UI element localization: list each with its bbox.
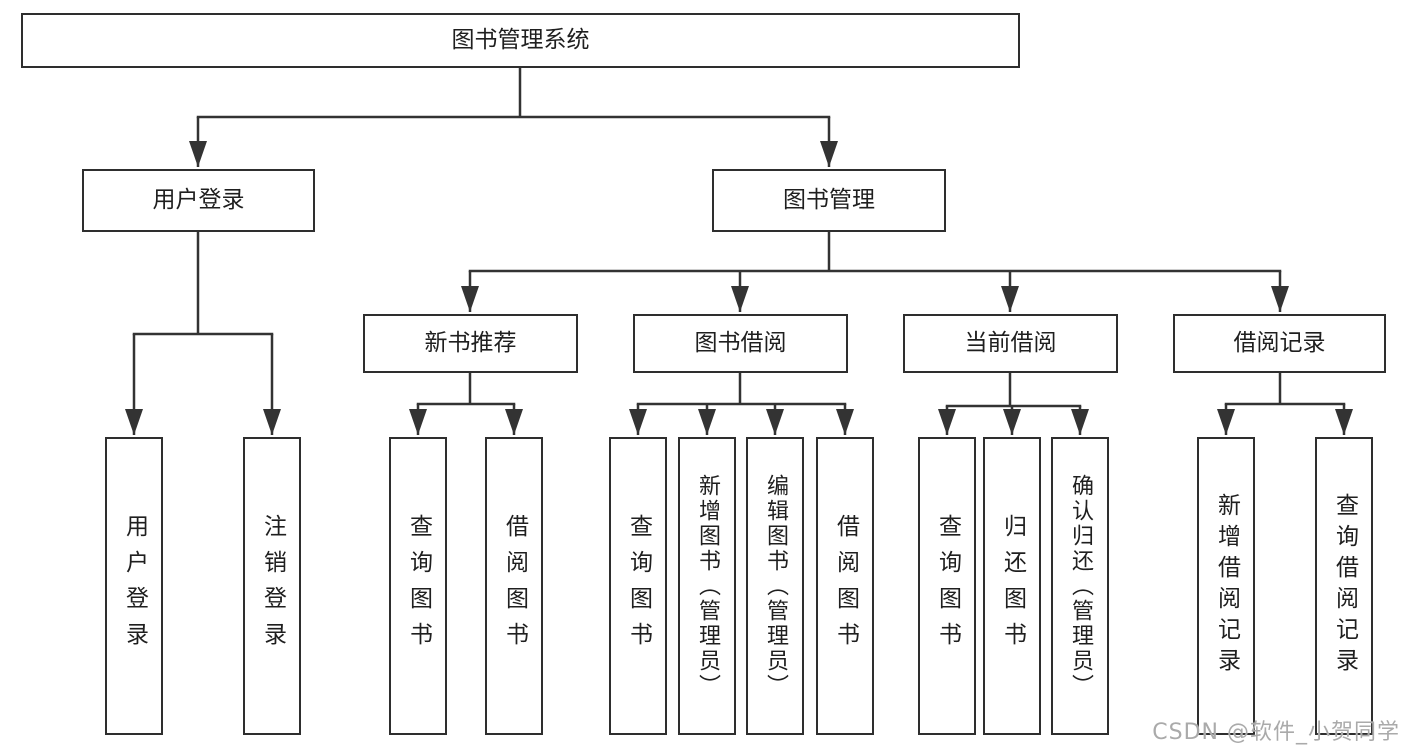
leaf-logout: 注销登录 <box>243 437 301 735</box>
leaf-label: 确认归还（管理员） <box>1068 473 1093 699</box>
leaf-label: 用户登录 <box>121 514 148 658</box>
node-label: 当前借阅 <box>964 330 1057 356</box>
leaf-label: 借阅图书 <box>832 514 859 658</box>
node-borrowing-records: 借阅记录 <box>1173 314 1386 373</box>
node-user-login-module: 用户登录 <box>82 169 315 232</box>
leaf-query-books-borrow: 查询图书 <box>609 437 667 735</box>
leaf-user-login: 用户登录 <box>105 437 163 735</box>
leaf-label: 查询借阅记录 <box>1331 493 1358 679</box>
leaf-edit-books-admin: 编辑图书（管理员） <box>746 437 804 735</box>
csdn-watermark: CSDN @软件_小贺同学 <box>1152 720 1400 745</box>
node-new-book-recommendation: 新书推荐 <box>363 314 578 373</box>
node-label: 新书推荐 <box>424 330 517 356</box>
leaf-add-borrow-record: 新增借阅记录 <box>1197 437 1255 735</box>
leaf-label: 编辑图书（管理员） <box>763 473 788 699</box>
leaf-confirm-return-admin: 确认归还（管理员） <box>1051 437 1109 735</box>
leaf-label: 查询图书 <box>405 514 432 658</box>
leaf-label: 查询图书 <box>625 514 652 658</box>
leaf-add-books-admin: 新增图书（管理员） <box>678 437 736 735</box>
leaf-label: 归还图书 <box>999 514 1026 658</box>
node-root-system: 图书管理系统 <box>21 13 1020 68</box>
node-label: 借阅记录 <box>1233 330 1326 356</box>
leaf-label: 借阅图书 <box>501 514 528 658</box>
leaf-query-books-current: 查询图书 <box>918 437 976 735</box>
leaf-query-books-recommend: 查询图书 <box>389 437 447 735</box>
node-label: 图书借阅 <box>694 330 787 356</box>
node-book-management-module: 图书管理 <box>712 169 946 232</box>
node-current-borrowing: 当前借阅 <box>903 314 1118 373</box>
leaf-label: 注销登录 <box>259 514 286 658</box>
leaf-label: 新增图书（管理员） <box>695 473 720 699</box>
leaf-return-books: 归还图书 <box>983 437 1041 735</box>
node-label: 图书管理系统 <box>451 27 590 53</box>
leaf-label: 新增借阅记录 <box>1213 493 1240 679</box>
leaf-borrow-books: 借阅图书 <box>816 437 874 735</box>
node-label: 用户登录 <box>152 187 245 213</box>
leaf-query-borrow-record: 查询借阅记录 <box>1315 437 1373 735</box>
node-label: 图书管理 <box>783 187 875 213</box>
leaf-label: 查询图书 <box>934 514 961 658</box>
node-book-borrowing: 图书借阅 <box>633 314 848 373</box>
leaf-borrow-books-recommend: 借阅图书 <box>485 437 543 735</box>
